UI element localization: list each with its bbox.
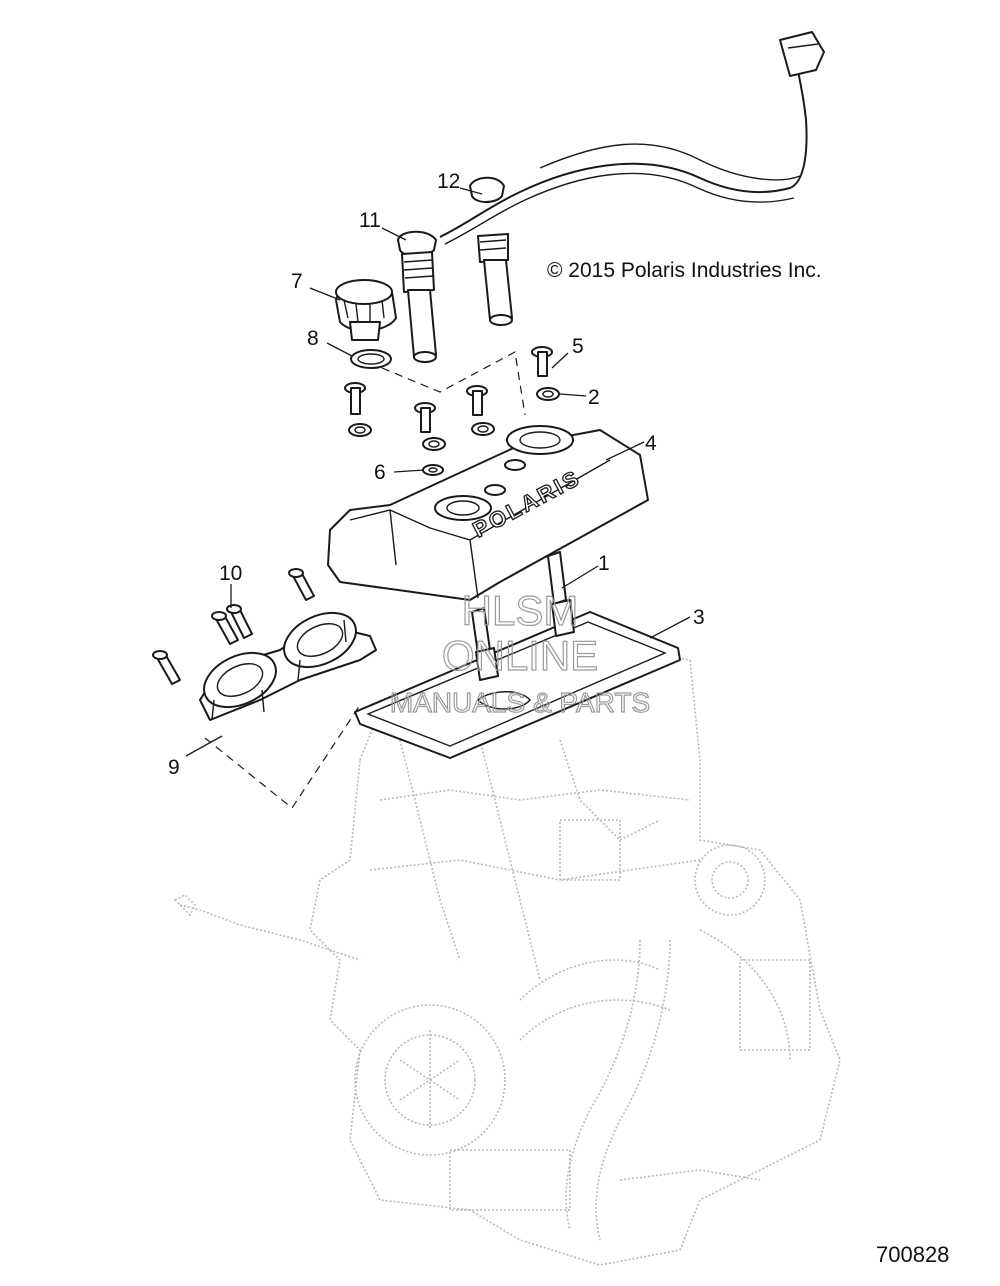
callout-12: 12: [437, 170, 460, 193]
callout-1: 1: [598, 552, 610, 575]
watermark-line1: HLSM: [462, 587, 579, 634]
cover-bolts: [344, 346, 560, 476]
callout-7: 7: [291, 270, 303, 293]
o-ring: [350, 349, 392, 369]
valve-cover-gasket: [354, 611, 681, 759]
watermark-line3: MANUALS & PARTS: [390, 687, 650, 718]
washer: [422, 464, 444, 476]
watermark: HLSM ONLINE MANUALS & PARTS: [389, 586, 651, 718]
ignition-harness: [439, 31, 825, 245]
watermark-line2: ONLINE: [442, 632, 598, 679]
callouts: 1 2 3 4 5 6 7 8 9 10 11 12: [168, 170, 705, 779]
intake-boot: [199, 611, 377, 721]
callout-11: 11: [359, 209, 381, 232]
callout-2: 2: [588, 386, 600, 409]
spark-plugs: [471, 551, 575, 681]
callout-6: 6: [374, 461, 386, 484]
callout-9: 9: [168, 756, 180, 779]
callout-10: 10: [219, 562, 242, 585]
alignment-line-cap: [381, 351, 526, 416]
ignition-coil-front: [397, 230, 437, 363]
callout-8: 8: [307, 327, 319, 350]
callout-4: 4: [645, 432, 657, 455]
copyright-notice: © 2015 Polaris Industries Inc.: [547, 259, 822, 282]
callout-5: 5: [572, 335, 584, 358]
ignition-coil-rear: [469, 176, 513, 326]
engine-block-ghost: [173, 639, 841, 1266]
oil-fill-cap: [335, 279, 397, 341]
callout-3: 3: [693, 606, 705, 629]
figure-number: 700828: [876, 1242, 949, 1267]
intake-bolts: [152, 568, 315, 685]
alignment-line-boot: [204, 704, 361, 809]
leader-lines: [185, 187, 691, 757]
valve-cover: POLARIS: [327, 425, 649, 601]
